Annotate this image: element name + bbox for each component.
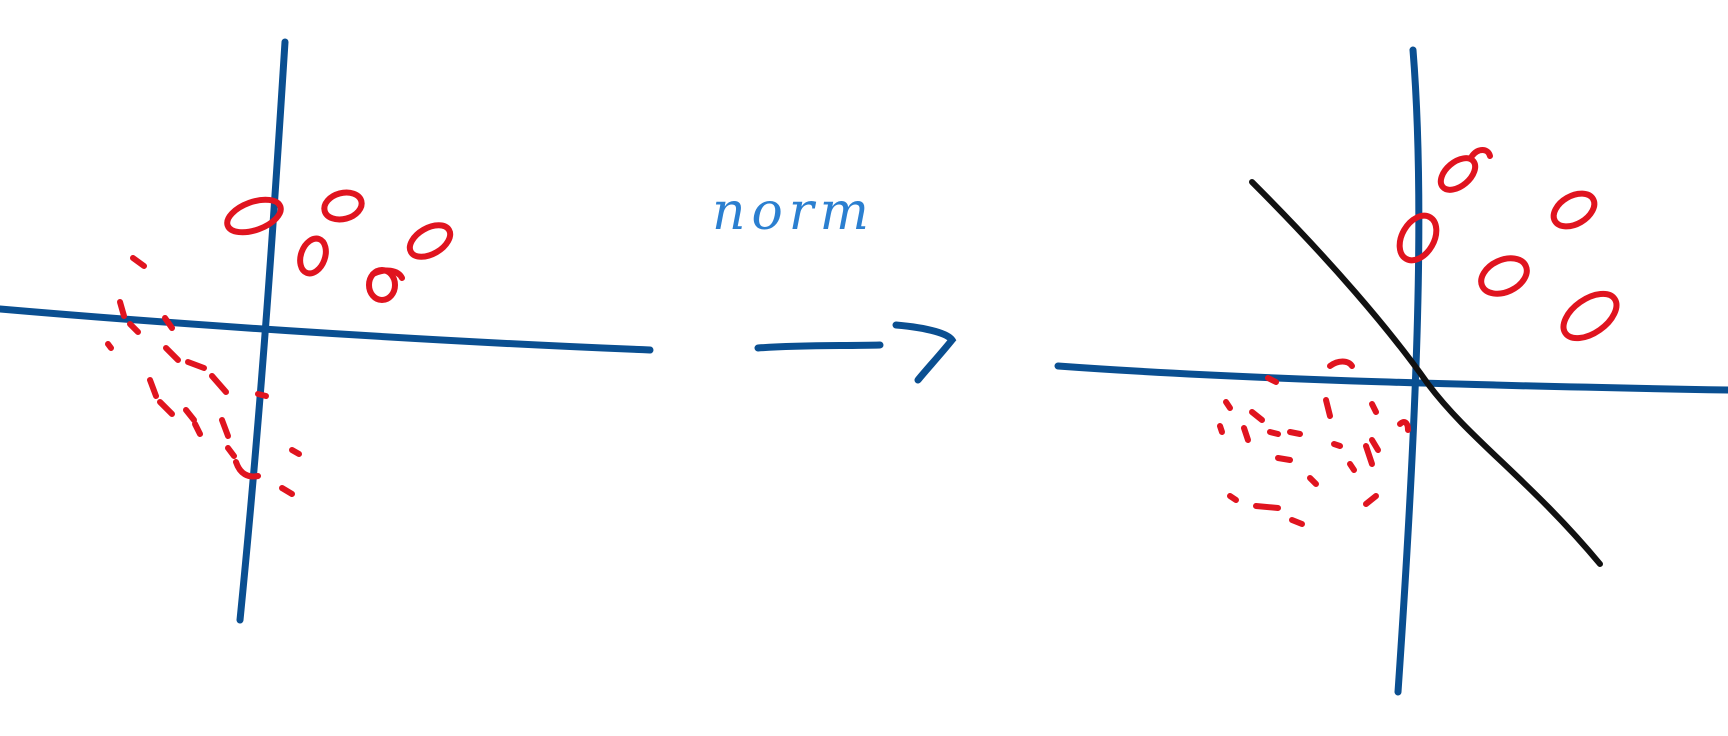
right-positive-point: [1396, 212, 1440, 264]
right-negative-point: [1363, 493, 1379, 507]
left-negative-point: [105, 341, 114, 351]
right-negative-points: [1217, 358, 1411, 527]
right-negative-point: [1227, 493, 1239, 503]
right-negative-point: [1265, 375, 1279, 385]
arrow-head: [892, 321, 957, 384]
left-positive-point: [297, 235, 329, 277]
left-x-axis: [0, 305, 654, 354]
right-negative-point: [1397, 419, 1411, 433]
right-positive-point: [1469, 147, 1493, 159]
left-negative-points: [105, 255, 302, 497]
left-negative-point: [219, 417, 231, 439]
left-negative-point: [185, 359, 207, 371]
right-panel: [1054, 46, 1728, 696]
right-negative-point: [1363, 443, 1375, 467]
right-x-axis: [1054, 362, 1728, 394]
right-negative-point: [1369, 437, 1381, 453]
right-negative-point: [1327, 358, 1355, 369]
left-negative-point: [162, 315, 175, 331]
left-negative-point: [183, 407, 197, 423]
left-negative-point: [279, 485, 295, 497]
transform-arrow: [754, 321, 957, 384]
right-positive-point: [1550, 190, 1598, 230]
right-negative-point: [1287, 429, 1303, 437]
right-positive-point: [1560, 290, 1620, 342]
left-positive-point: [370, 267, 405, 281]
right-y-axis: [1394, 46, 1423, 696]
right-negative-point: [1249, 409, 1265, 423]
right-positive-point: [1437, 155, 1479, 193]
left-negative-point: [157, 399, 175, 417]
right-negative-point: [1223, 399, 1233, 411]
right-negative-point: [1331, 441, 1343, 449]
right-negative-point: [1241, 425, 1251, 443]
arrow-label: norm: [712, 182, 875, 242]
left-negative-point: [117, 299, 127, 319]
left-negative-point: [192, 421, 203, 437]
right-negative-point: [1289, 517, 1305, 527]
left-positive-point: [224, 196, 284, 236]
left-negative-point: [130, 255, 147, 269]
left-negative-point: [127, 321, 141, 335]
left-negative-point: [209, 373, 229, 395]
left-negative-point: [289, 447, 302, 457]
right-negative-point: [1307, 475, 1319, 487]
left-panel: [0, 38, 654, 624]
right-negative-point: [1369, 401, 1379, 415]
left-negative-point: [225, 445, 237, 459]
right-negative-point: [1267, 429, 1281, 437]
right-negative-point: [1323, 397, 1333, 419]
left-positive-points: [224, 189, 454, 303]
right-negative-point: [1217, 423, 1225, 435]
left-negative-point: [233, 459, 261, 480]
right-negative-point: [1253, 503, 1281, 511]
left-positive-point: [406, 222, 454, 260]
right-negative-point: [1347, 461, 1357, 473]
right-positive-points: [1396, 147, 1620, 342]
right-negative-point: [1275, 455, 1293, 463]
left-negative-point: [163, 345, 181, 363]
left-y-axis: [236, 38, 289, 624]
right-positive-point: [1478, 255, 1530, 297]
arrow-shaft: [754, 341, 884, 352]
left-negative-point: [147, 377, 159, 399]
left-positive-point: [321, 189, 365, 223]
decision-boundary: [1249, 179, 1603, 567]
left-negative-point: [255, 391, 269, 399]
